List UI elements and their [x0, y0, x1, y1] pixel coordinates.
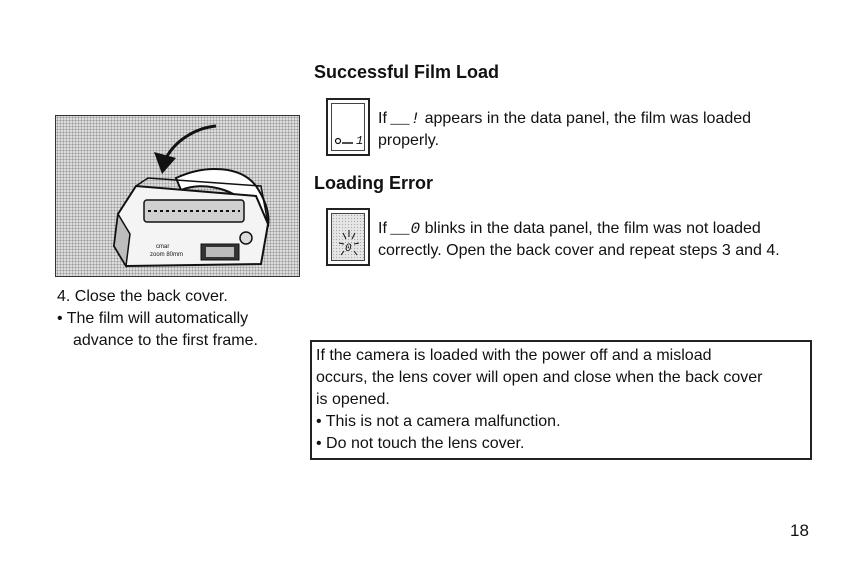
camera-body	[112, 184, 270, 268]
misload-note-box: If the camera is loaded with the power o…	[310, 340, 812, 460]
data-panel-success-icon: 1	[326, 98, 370, 156]
note-line3: is opened.	[316, 391, 390, 408]
arrow-head-icon	[154, 152, 176, 174]
note-line2: occurs, the lens cover will open and clo…	[316, 369, 763, 386]
success-text-line2: properly.	[378, 132, 440, 149]
step-4-text: 4. Close the back cover.	[57, 288, 228, 305]
error-text-line2: correctly. Open the back cover and repea…	[378, 242, 780, 259]
success-panel-readout: 1	[356, 134, 363, 148]
success-text-rest: appears in the data panel, the film was …	[424, 110, 752, 127]
success-text-line1: If __! appears in the data panel, the fi…	[378, 108, 751, 130]
data-panel-error-icon: 0	[326, 208, 370, 266]
note-bullet-malfunction: • This is not a camera malfunction.	[316, 413, 561, 430]
success-symbol: __!	[391, 110, 421, 128]
auto-advance-bullet-line1: • The film will automatically	[57, 310, 249, 327]
note-line1: If the camera is loaded with the power o…	[316, 347, 712, 364]
error-panel-readout: 0	[345, 243, 352, 255]
page-number: 18	[790, 521, 809, 540]
error-symbol: __0	[391, 220, 421, 238]
auto-advance-bullet-line2: advance to the first frame.	[73, 332, 258, 349]
camera-drawing: cmar zoom 80mm	[112, 124, 270, 269]
camera-illustration: cmar zoom 80mm	[55, 115, 300, 277]
error-text-rest: blinks in the data panel, the film was n…	[424, 220, 761, 237]
success-text-if: If	[378, 110, 387, 127]
error-text-if: If	[378, 220, 387, 237]
error-heading: Loading Error	[314, 173, 434, 193]
model-label-line1: cmar	[156, 244, 169, 250]
success-heading: Successful Film Load	[314, 62, 500, 82]
error-text-line1: If __0 blinks in the data panel, the fil…	[378, 218, 761, 240]
model-label-line2: zoom 80mm	[150, 252, 183, 258]
close-direction-arrow	[162, 124, 217, 163]
note-bullet-lens-cover: • Do not touch the lens cover.	[316, 435, 525, 452]
